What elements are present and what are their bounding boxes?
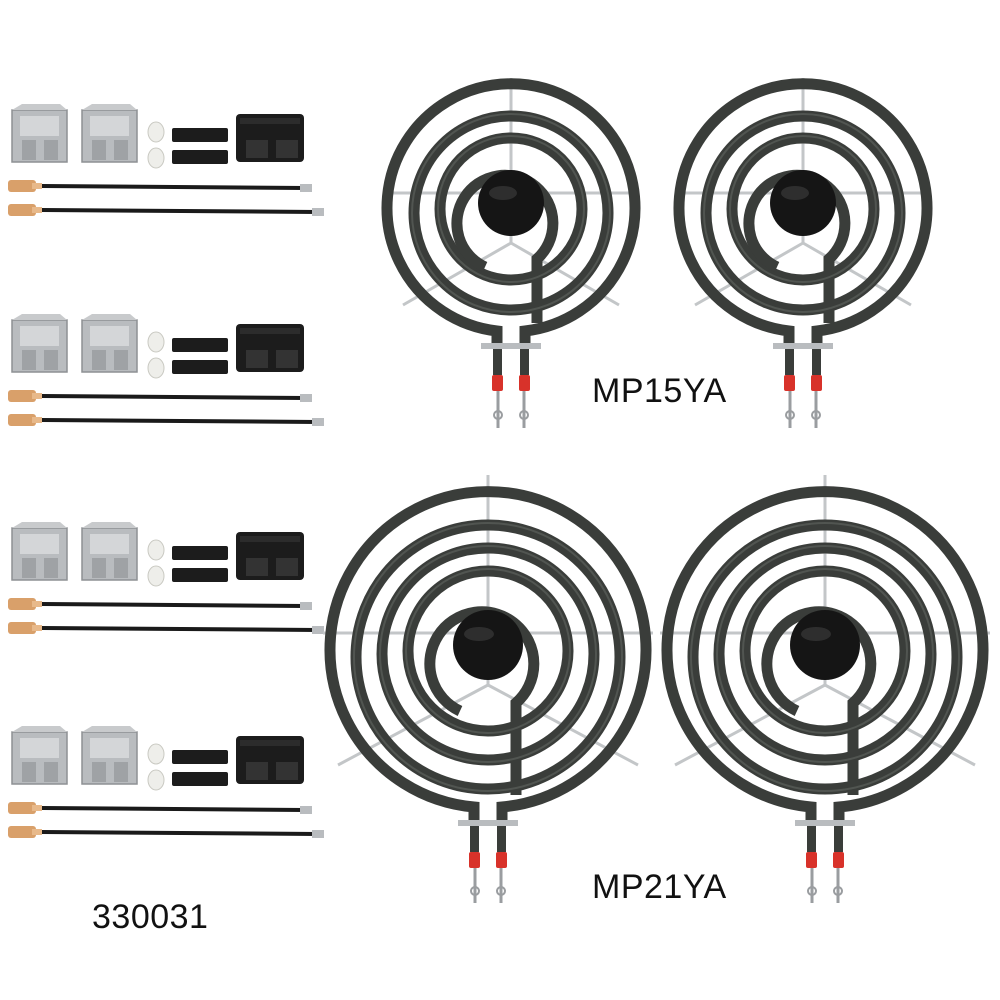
small-burner-model-label: MP15YA [592,372,727,410]
repair-kit-part-label: 330031 [92,898,209,936]
repair-kit [6,312,326,428]
large-burner-model-label: MP21YA [592,868,727,906]
large-burner-element [660,475,990,903]
repair-kit [6,102,326,218]
repair-kit [6,724,326,840]
repair-kit [6,520,326,636]
large-burner-element [323,475,653,903]
